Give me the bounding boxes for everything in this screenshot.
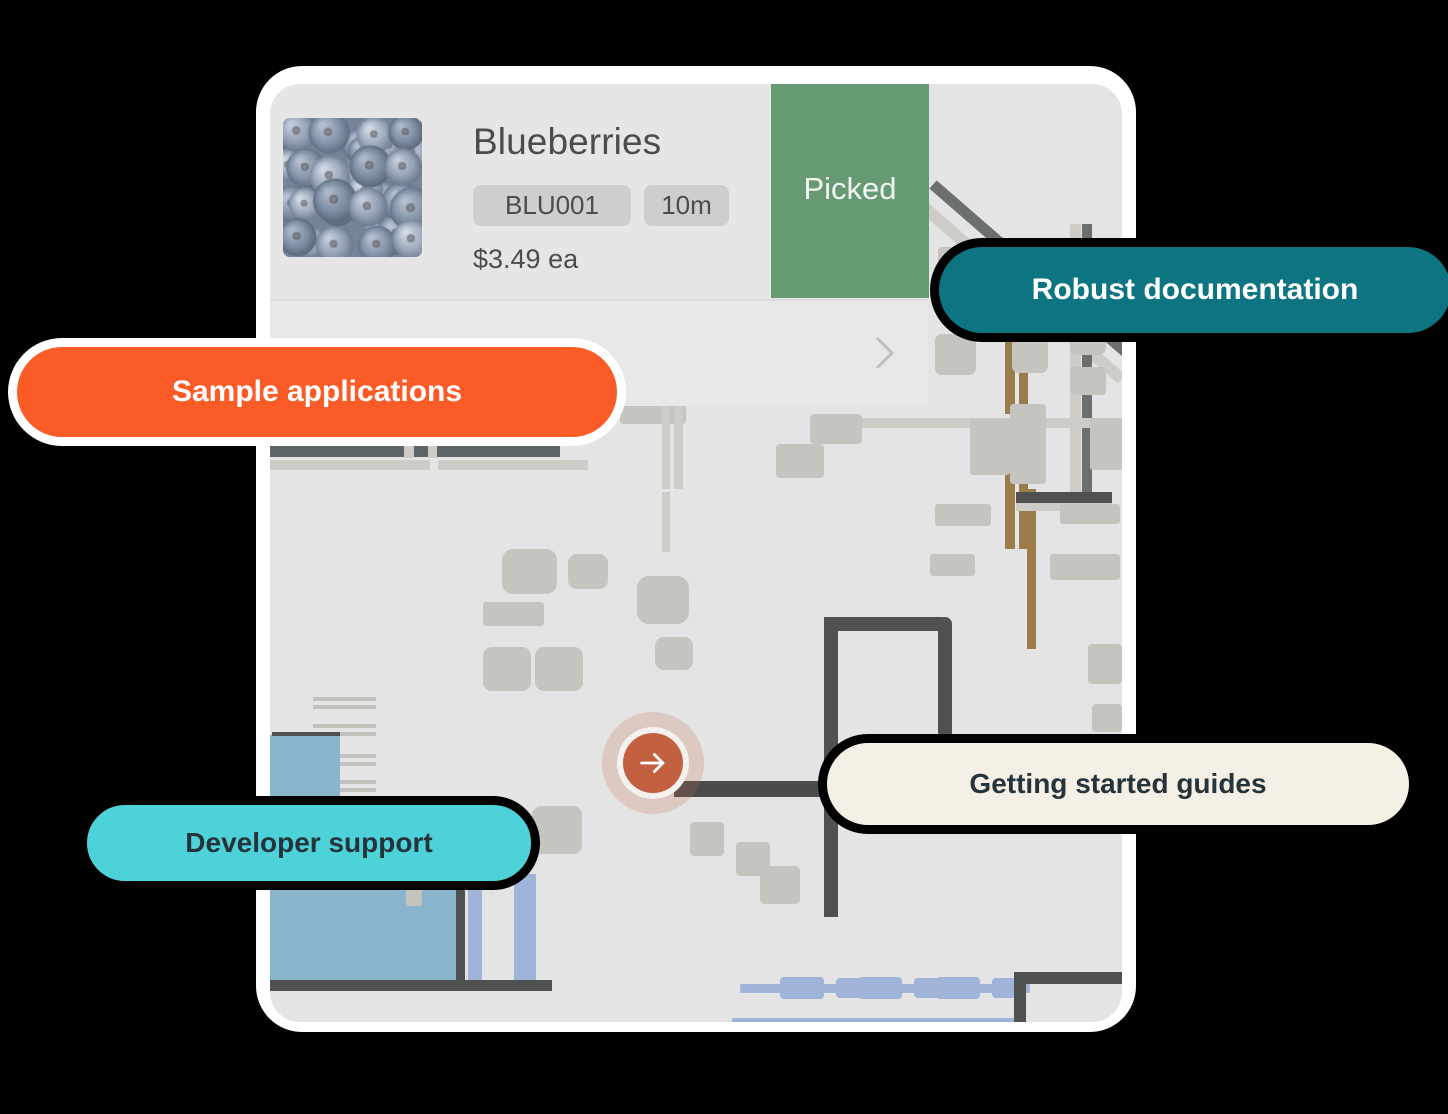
pill-developer-support-label: Developer support: [185, 827, 433, 858]
map-shape: [313, 762, 376, 766]
map-shape: [468, 874, 482, 984]
map-shape: [535, 647, 583, 691]
status-badge-label: Picked: [803, 171, 897, 206]
blueberries-photo: [283, 118, 422, 257]
map-shape: [930, 554, 975, 576]
map-shape: [1016, 492, 1112, 503]
map-shape: [568, 554, 608, 589]
pill-sample-applications-label: Sample applications: [171, 375, 463, 408]
product-sku-chip: BLU001: [473, 185, 631, 226]
product-card-header: Blueberries BLU001 10m $3.49 ea Picked: [270, 84, 929, 298]
product-thumbnail: [283, 118, 422, 257]
map-shape: [662, 492, 670, 552]
map-shape: [1014, 972, 1122, 984]
map-shape: [760, 866, 800, 904]
map-shape: [1019, 254, 1028, 549]
map-shape: [270, 460, 430, 470]
map-shape: [514, 874, 536, 984]
map-shape: [1005, 429, 1015, 549]
map-shape: [1070, 224, 1081, 499]
map-shape: [313, 724, 376, 728]
status-badge: Picked: [771, 84, 929, 298]
map-shape: [655, 637, 693, 670]
map-shape: [1027, 489, 1036, 649]
map-shape: [936, 977, 980, 999]
map-shape: [313, 780, 376, 784]
map-shape: [313, 754, 376, 758]
map-shape: [532, 806, 582, 854]
map-shape: [690, 822, 724, 856]
map-shape: [776, 444, 824, 478]
map-shape: [270, 444, 560, 457]
pill-robust-documentation[interactable]: Robust documentation: [930, 238, 1448, 342]
map-shape: [970, 419, 1010, 475]
map-shape: [780, 977, 824, 999]
product-name: Blueberries: [473, 121, 662, 162]
pill-getting-started-guides-label: Getting started guides: [969, 768, 1267, 799]
product-price: $3.49 ea: [473, 244, 579, 274]
pill-developer-support[interactable]: Developer support: [78, 796, 540, 890]
map-shape: [313, 705, 376, 709]
map-shape: [456, 879, 465, 984]
map-shape: [483, 602, 544, 626]
map-shape: [1088, 644, 1122, 684]
map-shape: [272, 732, 340, 736]
map-shape: [1092, 704, 1122, 732]
map-shape: [1014, 984, 1026, 1020]
map-shape: [270, 914, 314, 984]
map-shape: [438, 460, 588, 470]
arrow-right-icon[interactable]: [623, 733, 683, 793]
map-shape: [1070, 367, 1106, 395]
map-shape: [824, 617, 948, 631]
map-shape: [1082, 224, 1092, 499]
map-shape: [1090, 418, 1122, 470]
pill-getting-started-guides[interactable]: Getting started guides: [818, 734, 1418, 834]
map-shape: [732, 1018, 1022, 1022]
map-shape: [1060, 504, 1120, 524]
map-shape: [637, 576, 689, 624]
chevron-right-icon[interactable]: [874, 335, 896, 371]
map-shape: [313, 732, 376, 736]
map-shape: [935, 504, 991, 526]
product-eta-chip: 10m: [644, 185, 729, 226]
map-shape: [502, 549, 557, 594]
pill-robust-documentation-label: Robust documentation: [1031, 273, 1359, 306]
pill-sample-applications[interactable]: Sample applications: [8, 338, 626, 446]
map-shape: [313, 697, 376, 701]
map-shape: [858, 977, 902, 999]
map-shape: [1012, 337, 1048, 373]
map-shape: [674, 781, 834, 797]
map-shape: [1010, 404, 1046, 484]
map-shape: [1014, 1018, 1026, 1022]
map-shape: [270, 980, 552, 991]
map-shape: [1050, 554, 1120, 580]
map-shape: [314, 910, 456, 984]
map-shape: [313, 788, 376, 792]
map-shape: [483, 647, 531, 691]
map-shape: [810, 414, 862, 444]
map-shape: [935, 334, 976, 375]
